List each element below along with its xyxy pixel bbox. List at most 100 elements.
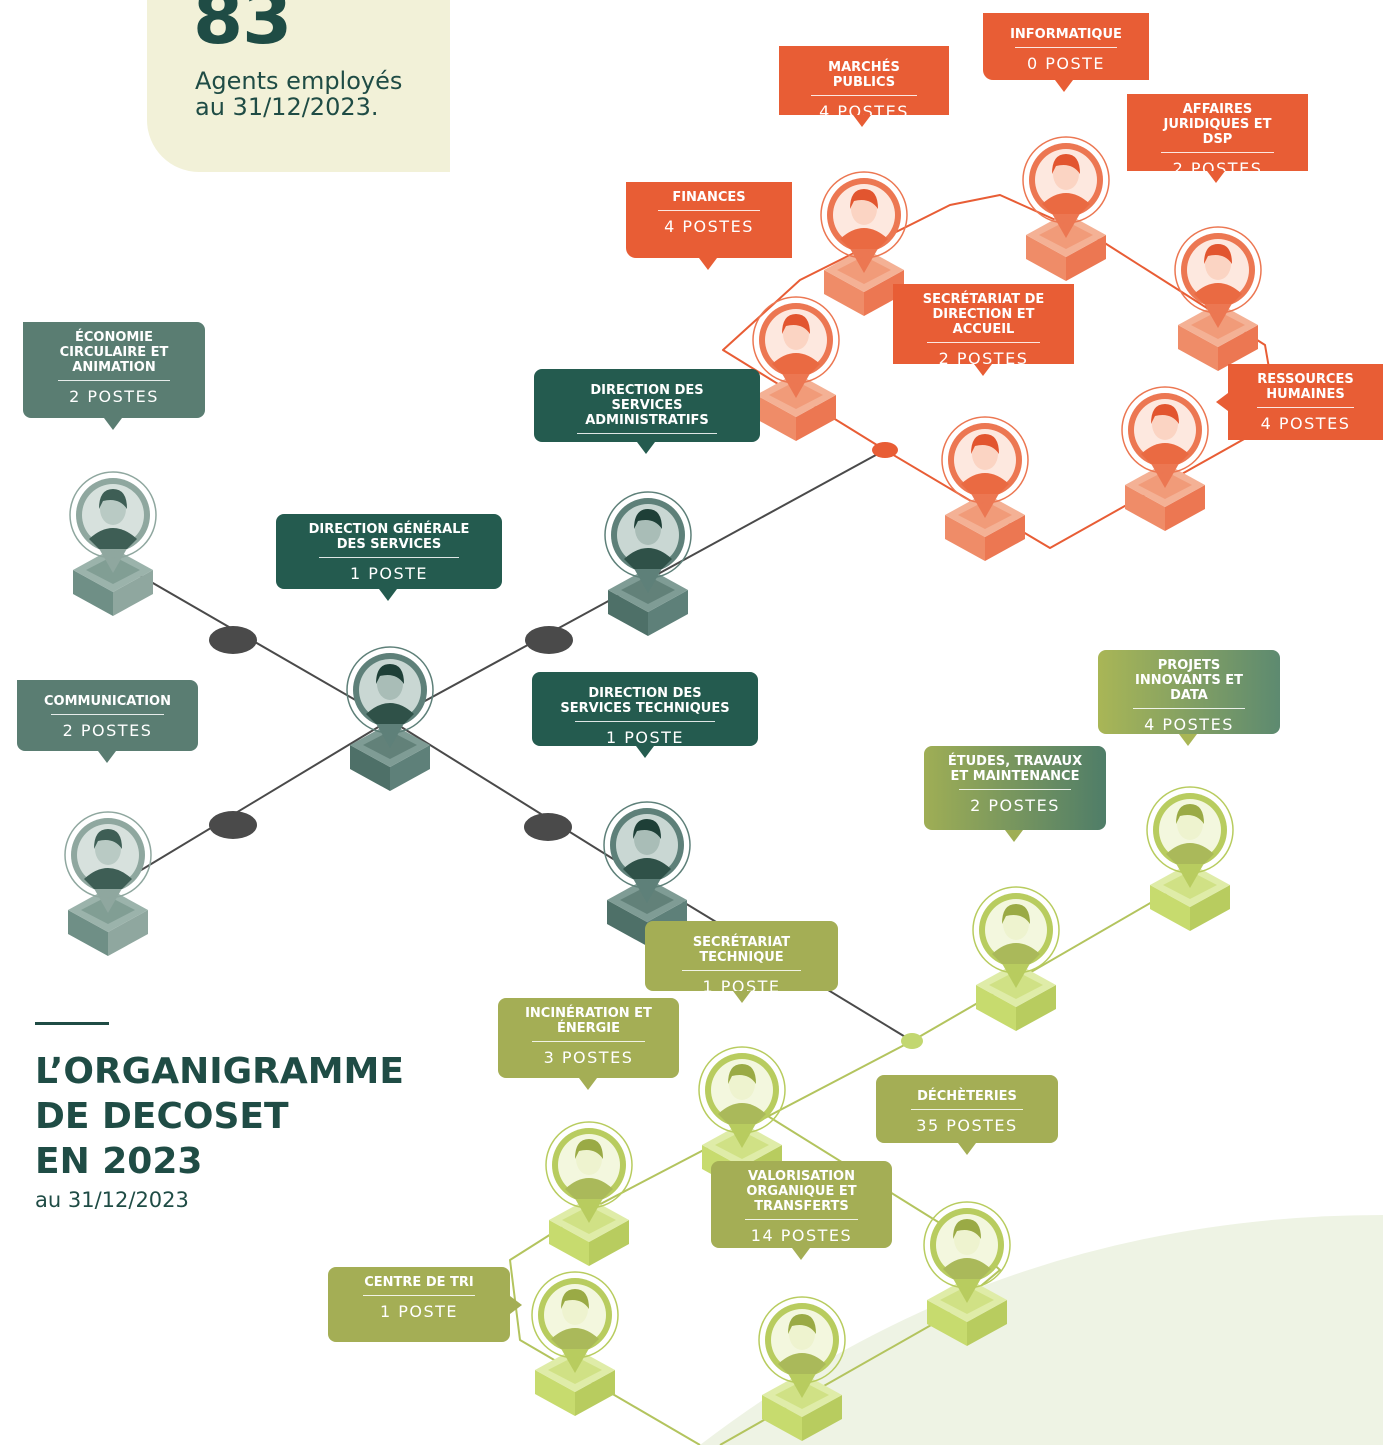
pin-outer-ring bbox=[545, 1121, 633, 1209]
person-node-projets bbox=[1146, 786, 1234, 931]
divider bbox=[681, 970, 802, 971]
pin-outer-ring bbox=[972, 886, 1060, 974]
cube-left bbox=[607, 900, 647, 946]
cube-left bbox=[73, 570, 113, 616]
person-icon-body bbox=[623, 858, 671, 879]
service-name: SECRÉTARIAT TECHNIQUE bbox=[692, 935, 791, 965]
cube-left bbox=[1125, 485, 1165, 531]
background-blob bbox=[700, 1215, 1383, 1445]
divider bbox=[576, 433, 718, 434]
callout-pointer bbox=[853, 115, 871, 127]
cube-left bbox=[608, 590, 648, 636]
cube-left bbox=[350, 745, 390, 791]
pin-outer-ring bbox=[603, 801, 691, 889]
service-name: COMMUNICATION bbox=[44, 694, 171, 709]
divider bbox=[1161, 152, 1274, 153]
cube-right bbox=[390, 745, 430, 791]
cube-left bbox=[68, 910, 108, 956]
callout-pointer bbox=[637, 442, 655, 454]
person-icon-hair bbox=[561, 1289, 589, 1309]
pin-tail bbox=[92, 885, 124, 913]
person-icon-hair bbox=[850, 189, 878, 209]
person-icon-body bbox=[1194, 283, 1242, 304]
callout-pointer bbox=[636, 746, 654, 758]
post-count: 14 POSTES bbox=[750, 1226, 853, 1245]
person-node-juridique bbox=[1174, 226, 1262, 371]
person-icon-body bbox=[1166, 843, 1214, 864]
post-count: 2 POSTES bbox=[938, 349, 1029, 368]
divider bbox=[910, 1109, 1024, 1110]
junction-dot bbox=[209, 626, 257, 654]
pin-tail bbox=[97, 545, 129, 573]
callout-pointer bbox=[1005, 830, 1023, 842]
divider bbox=[57, 380, 171, 381]
divider bbox=[745, 1219, 858, 1220]
person-icon-hair bbox=[728, 1064, 756, 1084]
service-name: VALORISATION ORGANIQUE ET TRANSFERTS bbox=[746, 1169, 857, 1214]
connector-line bbox=[911, 879, 1191, 1042]
title-subtitle: au 31/12/2023 bbox=[35, 1188, 189, 1212]
connector-line bbox=[719, 1099, 1001, 1445]
junction-dot bbox=[525, 626, 573, 654]
divider bbox=[51, 714, 164, 715]
service-name: DÉCHÈTERIES bbox=[917, 1089, 1017, 1104]
callout-pointer bbox=[733, 991, 751, 1003]
pin-outer-ring bbox=[531, 1271, 619, 1359]
person-node-decheteries bbox=[923, 1201, 1011, 1346]
service-name: INFORMATIQUE bbox=[1010, 27, 1122, 42]
post-count: 1 POSTE bbox=[349, 564, 429, 583]
pin-tail bbox=[559, 1345, 591, 1373]
cube-left bbox=[976, 985, 1016, 1031]
post-count: 2 POSTES bbox=[970, 796, 1060, 815]
post-count: 2 POSTES bbox=[62, 721, 153, 740]
person-icon-hair bbox=[971, 434, 999, 454]
post-count: 4 POSTES bbox=[1144, 715, 1234, 734]
junction-dot bbox=[524, 813, 572, 841]
callout-pointer bbox=[104, 418, 122, 430]
person-icon-hair bbox=[1151, 404, 1179, 424]
callout-pointer bbox=[974, 364, 992, 376]
person-icon-hair bbox=[782, 314, 810, 334]
person-icon-body bbox=[366, 703, 414, 724]
person-icon-body bbox=[89, 528, 137, 549]
pin-outer-ring bbox=[1121, 386, 1209, 474]
pin-outer-ring bbox=[346, 646, 434, 734]
pin-outer-ring bbox=[1146, 786, 1234, 874]
person-icon-body bbox=[1141, 443, 1189, 464]
person-icon-hair bbox=[94, 829, 122, 849]
person-icon-body bbox=[624, 548, 672, 569]
cube-right bbox=[1218, 325, 1258, 371]
pin-outer-ring bbox=[941, 416, 1029, 504]
pin-tail bbox=[969, 490, 1001, 518]
post-count: 35 POSTES bbox=[916, 1116, 1018, 1135]
person-node-centre_tri bbox=[531, 1271, 619, 1416]
cube-right bbox=[589, 1220, 629, 1266]
cube-right bbox=[1165, 485, 1205, 531]
cube-left bbox=[762, 1395, 802, 1441]
divider bbox=[318, 557, 460, 558]
junction-dot bbox=[872, 442, 898, 458]
title-line-2: DE DECOSET bbox=[35, 1096, 289, 1137]
pin-tail bbox=[780, 370, 812, 398]
person-node-secretariat_dir bbox=[941, 416, 1029, 561]
service-name: DIRECTION DES SERVICES TECHNIQUES bbox=[560, 686, 730, 716]
person-icon-body bbox=[84, 868, 132, 889]
divider bbox=[958, 789, 1072, 790]
cube-right bbox=[802, 1395, 842, 1441]
person-icon-hair bbox=[633, 819, 661, 839]
divider bbox=[657, 210, 761, 211]
callout-pointer bbox=[1216, 393, 1228, 411]
pin-tail bbox=[786, 1370, 818, 1398]
stat-text: Agents employés au 31/12/2023. bbox=[195, 68, 402, 120]
service-name: PROJETS INNOVANTS ET DATA bbox=[1135, 658, 1243, 703]
callout-decheteries: DÉCHÈTERIES 35 POSTES bbox=[876, 1075, 1058, 1155]
service-name: RESSOURCES HUMAINES bbox=[1257, 372, 1354, 402]
person-icon-body bbox=[551, 1328, 599, 1349]
post-count: 4 POSTES bbox=[664, 217, 754, 236]
divider bbox=[574, 721, 716, 722]
